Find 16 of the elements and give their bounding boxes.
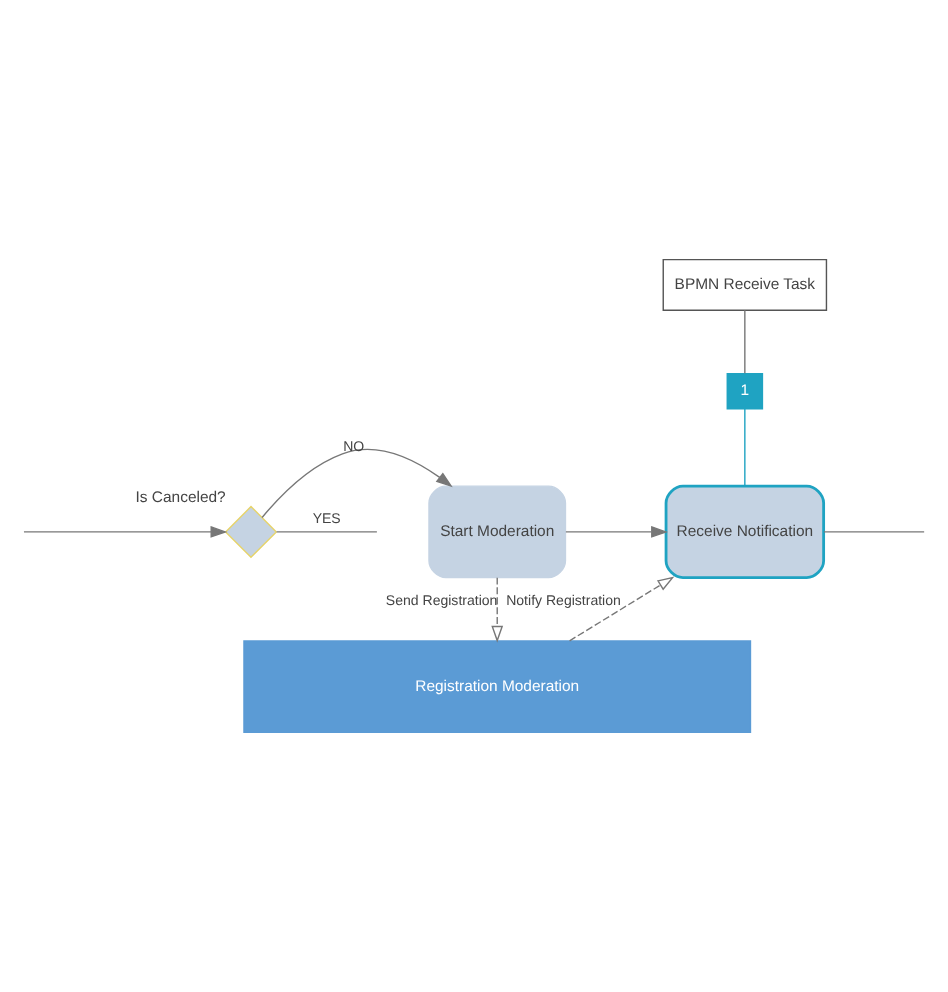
node-diamond — [224, 505, 278, 559]
connector — [275, 531, 378, 533]
node-box: Start Moderation — [428, 485, 567, 579]
arrow — [568, 576, 675, 642]
connector — [823, 531, 925, 533]
arrow — [261, 448, 453, 519]
connector — [744, 408, 746, 487]
node-box: Receive Notification — [664, 484, 826, 579]
node-label: Is Canceled? — [135, 488, 226, 507]
node-box: Registration Moderation — [243, 640, 752, 734]
node-box: 1 — [726, 372, 764, 410]
arrow — [491, 576, 504, 643]
arrow — [565, 525, 668, 538]
node-box: BPMN Receive Task — [662, 258, 828, 311]
connector — [744, 309, 746, 375]
arrow — [23, 525, 228, 538]
